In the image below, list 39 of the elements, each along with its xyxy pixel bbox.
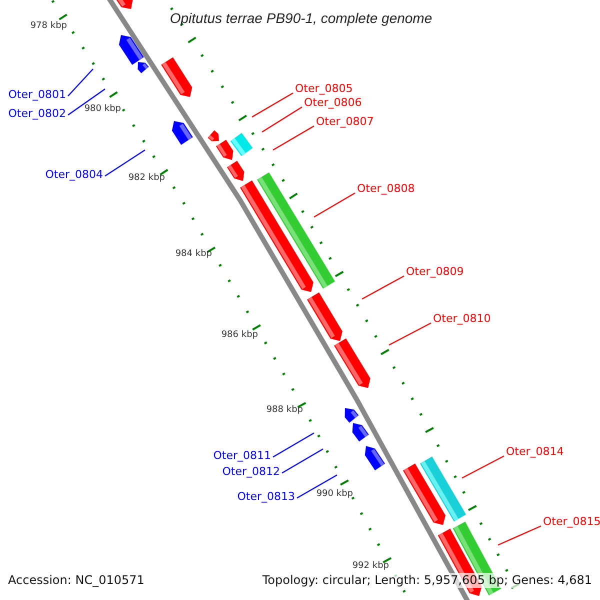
gene-label: Oter_0809 xyxy=(406,265,470,279)
gene-label: Oter_0807 xyxy=(316,115,380,129)
scale-label: 984 kbp xyxy=(174,249,212,259)
gene-label: Oter_0808 xyxy=(357,182,421,196)
leader-line xyxy=(314,192,356,218)
gene-label: Oter_0804 xyxy=(39,168,103,182)
gene-label: Oter_0812 xyxy=(216,465,280,479)
leader-line xyxy=(68,68,94,96)
title: Opitutus terrae PB90-1, complete genome xyxy=(170,9,432,28)
leader-line xyxy=(388,322,432,346)
gene-label: Oter_0813 xyxy=(231,490,295,504)
gene-label: Oter_0810 xyxy=(433,312,497,326)
scale-label: 982 kbp xyxy=(127,173,165,183)
leader-line xyxy=(282,448,324,474)
genome-summary: Topology: circular; Length: 5,957,605 bp; Genes: 4,681 xyxy=(262,573,592,588)
scale-label: 992 kbp xyxy=(351,561,389,571)
scale-label: 990 kbp xyxy=(315,489,353,499)
leader-line xyxy=(296,474,338,499)
gene-label: Oter_0805 xyxy=(295,82,359,96)
leader-line xyxy=(272,125,314,151)
gene-label: Oter_0814 xyxy=(506,445,570,459)
leader-line xyxy=(498,525,542,546)
leader-line xyxy=(68,88,106,116)
accession-text: Accession: NC_010571 xyxy=(8,573,144,588)
leader-line xyxy=(462,455,504,479)
gene-label: Oter_0801 xyxy=(2,88,66,102)
scale-label: 988 kbp xyxy=(265,405,303,415)
gene-label: Oter_0806 xyxy=(304,96,368,110)
gene-label: Oter_0802 xyxy=(2,107,66,121)
gene-label: Oter_0815 xyxy=(543,515,600,529)
scale-label: 980 kbp xyxy=(83,104,121,114)
leader-line xyxy=(262,106,302,132)
leader-line xyxy=(272,432,314,458)
scale-label: 978 kbp xyxy=(29,21,67,31)
leader-line xyxy=(252,92,294,118)
leader-line xyxy=(104,150,146,176)
scale-label: 986 kbp xyxy=(220,330,258,340)
leader-line xyxy=(362,275,404,300)
gene-label: Oter_0811 xyxy=(207,449,271,463)
